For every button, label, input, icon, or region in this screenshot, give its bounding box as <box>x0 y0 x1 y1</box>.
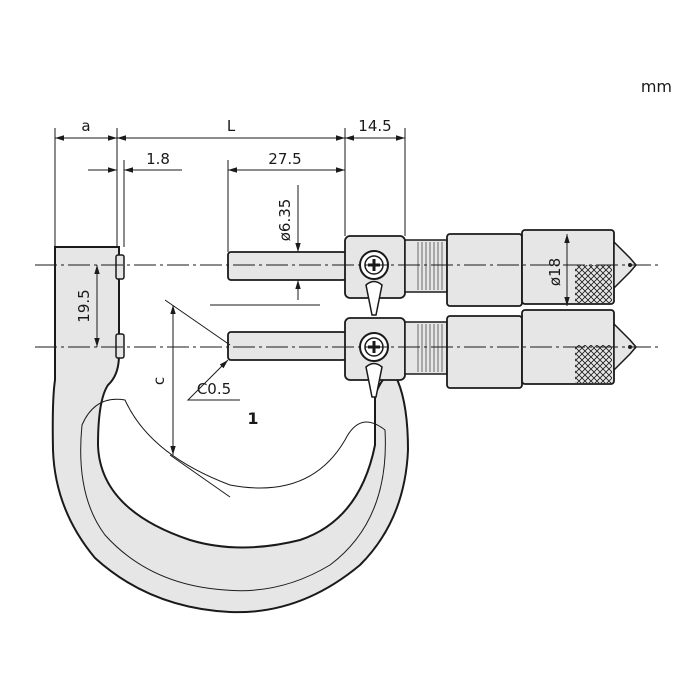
spindle-upper <box>227 251 347 281</box>
dim-chamfer-label: C0.5 <box>197 380 231 398</box>
chamfer-leader <box>186 359 240 401</box>
ratchet-upper <box>521 229 637 305</box>
dim-depth-label: c <box>150 377 168 385</box>
dim-dia-label: ø6.35 <box>276 199 294 242</box>
dim-right-label: 14.5 <box>358 117 391 135</box>
dim-spindle-label: 27.5 <box>268 150 301 168</box>
extension-lines <box>54 128 406 306</box>
dim-L-label: L <box>227 117 236 135</box>
spindle-lower <box>227 331 347 361</box>
callout-number: 1 <box>247 409 258 428</box>
anvil-lower <box>115 333 125 359</box>
sleeve-upper <box>404 239 448 293</box>
depth-ext-top <box>164 299 231 346</box>
thimble-lower <box>446 315 523 389</box>
depth-ext-bottom <box>169 454 231 498</box>
anvil-upper <box>115 254 125 280</box>
sleeve-lower <box>404 321 448 375</box>
frame-recess <box>80 398 386 592</box>
thimble-upper <box>446 233 523 307</box>
dim-thimble-label: ø18 <box>546 258 564 286</box>
frame <box>51 246 410 614</box>
dim-anvil-label: 1.8 <box>146 150 170 168</box>
unit-label: mm <box>641 77 672 96</box>
dim-a-label: a <box>81 117 90 135</box>
dim-spacing-text: 19.5 <box>75 289 93 322</box>
